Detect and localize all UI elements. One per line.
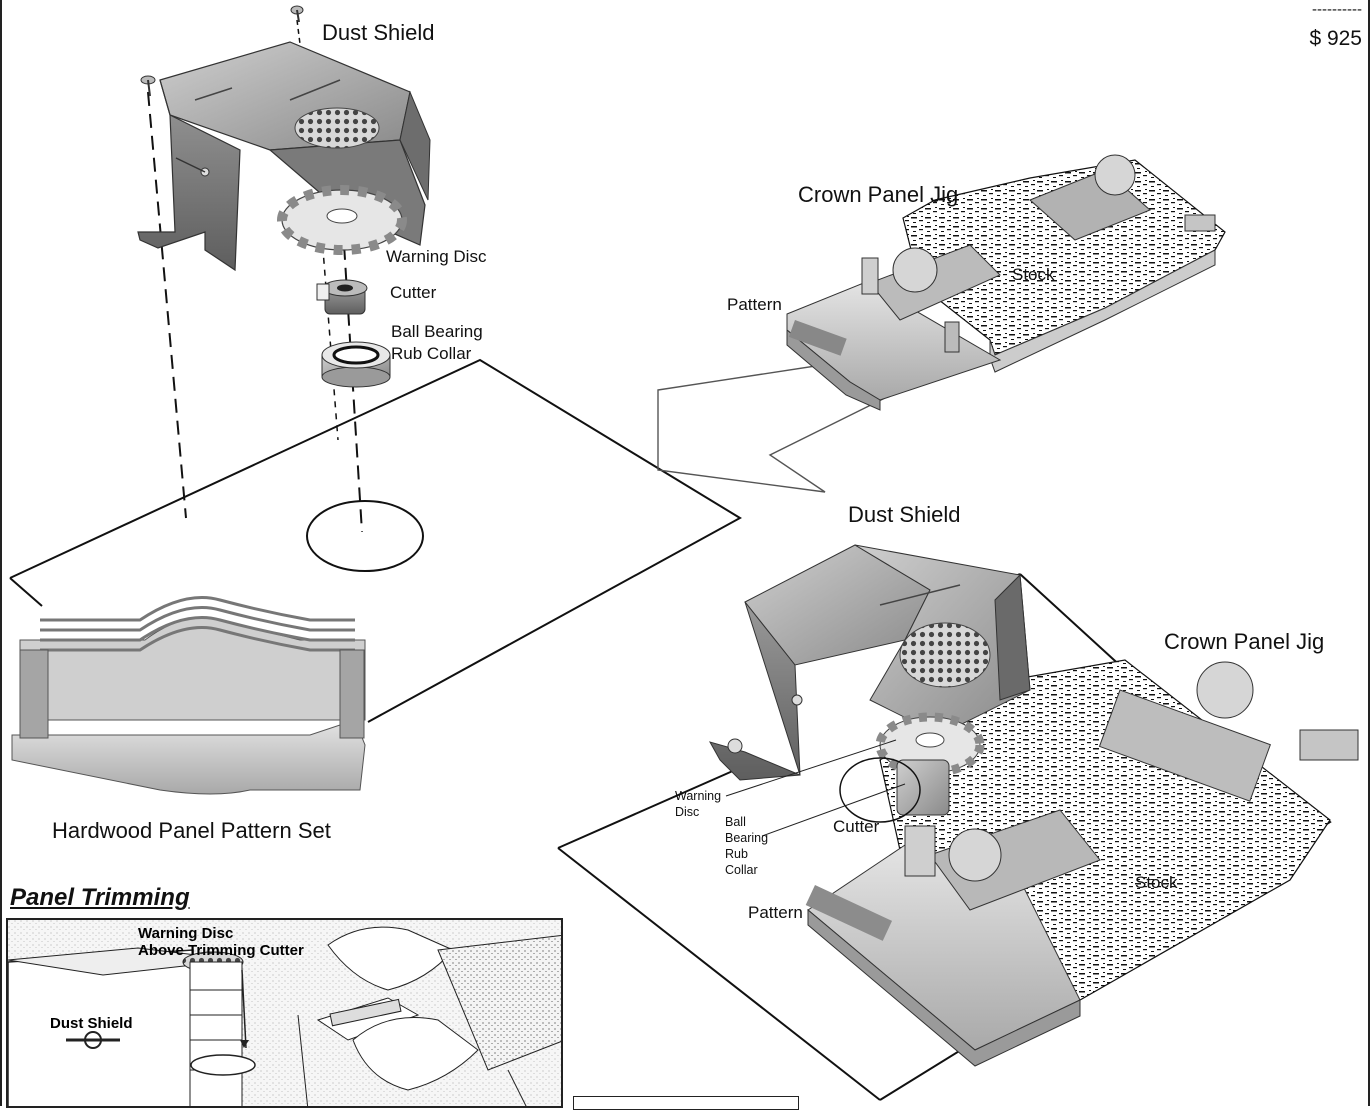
assembled-bearing-label: Ball Bearing Rub Collar <box>725 814 768 878</box>
crown-panel-jig-label: Crown Panel Jig <box>798 184 958 206</box>
photo-dust-shield-label: Dust Shield <box>50 1016 133 1033</box>
screw-icon <box>291 6 303 22</box>
price-value: $ 925 <box>1309 28 1362 49</box>
cutter-label: Cutter <box>390 284 436 301</box>
panel-trimming-photo: Warning Disc Above Trimming Cutter Dust … <box>6 918 563 1108</box>
warning-line1: Warning <box>675 789 721 803</box>
exploded-view <box>10 6 740 722</box>
cutter-drawing <box>317 280 367 314</box>
assembled-crown-panel-jig-label: Crown Panel Jig <box>1164 631 1324 653</box>
assembled-stock-label: Stock <box>1135 874 1178 891</box>
assembled-pattern-label: Pattern <box>748 904 803 921</box>
dust-shield-label: Dust Shield <box>322 22 435 44</box>
bearing-line2: Bearing <box>725 831 768 845</box>
photo-warning-line2: Above Trimming Cutter <box>138 942 304 959</box>
warning-disc-drawing <box>282 190 402 250</box>
photo-warning-line1: Warning Disc <box>138 925 233 942</box>
hardwood-pattern-set-drawing <box>12 598 365 795</box>
bearing-line4: Collar <box>725 863 758 877</box>
rub-collar-label: Rub Collar <box>391 345 471 362</box>
assembled-warning-disc-label: Warning Disc <box>675 788 721 820</box>
photo-warning-label: Warning Disc Above Trimming Cutter <box>138 926 304 959</box>
assembled-cutter-label: Cutter <box>833 818 879 835</box>
ball-bearing-label: Ball Bearing <box>391 323 483 340</box>
pattern-set-caption: Hardwood Panel Pattern Set <box>52 820 331 842</box>
bearing-line3: Rub <box>725 847 748 861</box>
bearing-line1: Ball <box>725 815 746 829</box>
assembled-dust-shield-label: Dust Shield <box>848 504 961 526</box>
next-item-frame <box>573 1096 799 1110</box>
price-separator: ---------- <box>1312 2 1362 17</box>
warning-disc-label: Warning Disc <box>386 248 486 265</box>
ball-bearing-drawing <box>322 342 390 387</box>
stock-label: Stock <box>1012 266 1055 283</box>
pattern-label: Pattern <box>727 296 782 313</box>
warning-line2: Disc <box>675 805 699 819</box>
section-title: Panel Trimming <box>10 884 190 912</box>
